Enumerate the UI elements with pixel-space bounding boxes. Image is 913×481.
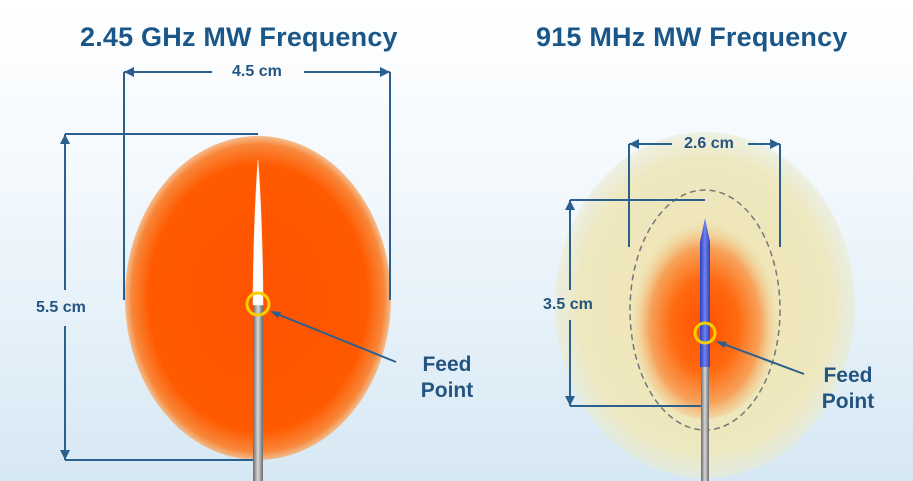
feed-pointer-line-right bbox=[717, 341, 805, 375]
height-label-right: 3.5 cm bbox=[543, 296, 593, 313]
height-arrow-left-bottom bbox=[60, 450, 70, 460]
feed-pointer-arrow-right bbox=[716, 341, 727, 348]
antenna-shaft-left bbox=[253, 300, 263, 481]
title-left: 2.45 GHz MW Frequency bbox=[80, 22, 398, 52]
antenna-tip-left bbox=[252, 159, 264, 306]
width-arrow-right-start bbox=[629, 139, 639, 149]
feed-point-label-left: Feed Point bbox=[402, 352, 492, 404]
height-arrow-left-top bbox=[60, 134, 70, 144]
feed-label-left-line1: Feed bbox=[422, 353, 472, 376]
title-right: 915 MHz MW Frequency bbox=[536, 22, 848, 52]
antenna-tip-right bbox=[700, 218, 710, 367]
width-arrow-right-end bbox=[770, 139, 780, 149]
feed-label-right-line2: Point bbox=[821, 390, 875, 413]
feed-point-ring-left bbox=[245, 291, 271, 317]
feed-pointer-arrow-left bbox=[270, 311, 281, 318]
height-arrow-right-top bbox=[565, 200, 575, 210]
height-arrow-right-bottom bbox=[565, 396, 575, 406]
antenna-shaft-right bbox=[701, 365, 709, 481]
width-arrow-left-start bbox=[124, 67, 134, 77]
feed-point-ring-right bbox=[693, 321, 717, 345]
height-dimension-left bbox=[64, 133, 258, 461]
width-dimension-right bbox=[628, 143, 781, 247]
feed-pointer-line-left bbox=[271, 311, 397, 363]
feed-point-label-right: Feed Point bbox=[803, 363, 893, 415]
height-label-left: 5.5 cm bbox=[36, 299, 86, 316]
width-label-right: 2.6 cm bbox=[684, 135, 734, 152]
width-dimension-left bbox=[123, 71, 391, 300]
width-arrow-left-end bbox=[380, 67, 390, 77]
width-label-left: 4.5 cm bbox=[232, 63, 282, 80]
feed-label-left-line2: Point bbox=[420, 379, 474, 402]
feed-label-right-line1: Feed bbox=[823, 364, 873, 387]
height-dimension-right bbox=[569, 199, 705, 407]
